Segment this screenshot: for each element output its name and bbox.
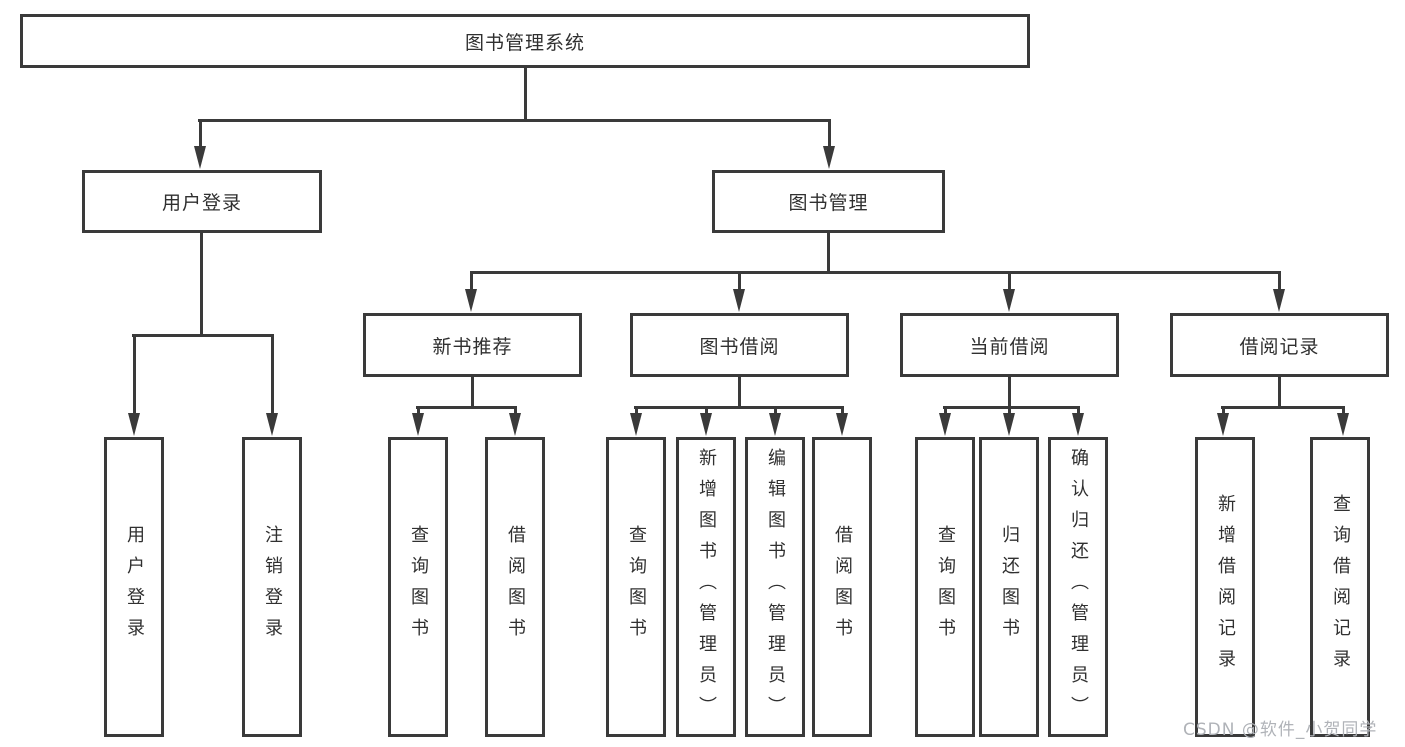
leaf-br-add-record: 新增借阅记录 [1195, 437, 1255, 737]
arrowhead-bb-query [630, 413, 642, 436]
leaf-cb-confirm-return-admin-label: 确认归还（管理员） [1068, 447, 1089, 727]
connector-borrow-stem [738, 377, 741, 408]
arrowhead-records [1273, 289, 1285, 312]
leaf-user-login: 用户登录 [104, 437, 164, 737]
arrowhead-br-add [1217, 413, 1229, 436]
connector-borrow-bar [634, 406, 844, 409]
node-current-label: 当前借阅 [969, 335, 1050, 358]
connector-drop-bb-add [705, 406, 708, 416]
watermark: CSDN @软件_小贺同学 [1183, 720, 1378, 740]
connector-drop-ul-login [133, 334, 136, 413]
arrowhead-nr-query [412, 413, 424, 436]
connector-drop-cb-return [1008, 406, 1011, 416]
connector-drop-book-mgmt [828, 119, 831, 147]
arrowhead-borrow [733, 289, 745, 312]
node-borrow: 图书借阅 [630, 313, 849, 377]
arrowhead-book-mgmt [823, 146, 835, 169]
arrowhead-new-rec [465, 289, 477, 312]
connector-root-bar [198, 119, 831, 122]
arrowhead-ul-login [128, 413, 140, 436]
connector-records-stem [1278, 377, 1281, 408]
connector-drop-bb-edit [774, 406, 777, 416]
connector-user-login-bar [132, 334, 273, 337]
leaf-bb-edit-books-admin-label: 编辑图书（管理员） [765, 447, 786, 727]
connector-book-mgmt-stem [827, 233, 830, 273]
leaf-cb-confirm-return-admin: 确认归还（管理员） [1048, 437, 1108, 737]
arrowhead-ul-logout [266, 413, 278, 436]
leaf-cb-return-books: 归还图书 [979, 437, 1039, 737]
connector-drop-cb-query [944, 406, 947, 416]
connector-drop-user-login [199, 119, 202, 147]
connector-root-stem [524, 68, 527, 121]
arrowhead-br-query [1337, 413, 1349, 436]
node-user-login: 用户登录 [82, 170, 322, 233]
connector-drop-nr-query [417, 406, 420, 416]
arrowhead-bb-edit [769, 413, 781, 436]
leaf-br-add-record-label: 新增借阅记录 [1215, 494, 1236, 680]
connector-drop-br-add [1222, 406, 1225, 416]
leaf-user-login-label: 用户登录 [124, 525, 145, 649]
node-book-mgmt: 图书管理 [712, 170, 945, 233]
connector-drop-cb-confirm [1077, 406, 1080, 416]
leaf-br-query-record: 查询借阅记录 [1310, 437, 1370, 737]
arrowhead-user-login [194, 146, 206, 169]
leaf-bb-add-books-admin: 新增图书（管理员） [676, 437, 736, 737]
connector-user-login-stem [200, 233, 203, 336]
leaf-nr-query-books: 查询图书 [388, 437, 448, 737]
arrowhead-nr-borrow [509, 413, 521, 436]
leaf-nr-borrow-books-label: 借阅图书 [505, 525, 526, 649]
node-borrow-label: 图书借阅 [699, 335, 780, 358]
arrowhead-cb-return [1003, 413, 1015, 436]
arrowhead-current [1003, 289, 1015, 312]
arrowhead-cb-query [939, 413, 951, 436]
node-book-mgmt-label: 图书管理 [788, 192, 869, 214]
leaf-cb-query-books-label: 查询图书 [935, 525, 956, 649]
connector-current-stem [1008, 377, 1011, 408]
leaf-logout: 注销登录 [242, 437, 302, 737]
connector-drop-current [1008, 271, 1011, 291]
connector-drop-ul-logout [271, 334, 274, 413]
leaf-nr-borrow-books: 借阅图书 [485, 437, 545, 737]
connector-new-rec-stem [471, 377, 474, 408]
node-current: 当前借阅 [900, 313, 1119, 377]
connector-new-rec-bar [416, 406, 517, 409]
arrowhead-bb-borrow [836, 413, 848, 436]
node-records: 借阅记录 [1170, 313, 1389, 377]
connector-book-mgmt-bar [470, 271, 1281, 274]
node-root: 图书管理系统 [20, 14, 1030, 68]
leaf-br-query-record-label: 查询借阅记录 [1330, 494, 1351, 680]
leaf-bb-add-books-admin-label: 新增图书（管理员） [696, 447, 717, 727]
connector-drop-bb-query [635, 406, 638, 416]
leaf-bb-edit-books-admin: 编辑图书（管理员） [745, 437, 805, 737]
leaf-bb-query-books: 查询图书 [606, 437, 666, 737]
node-user-login-label: 用户登录 [161, 192, 242, 214]
connector-drop-bb-borrow [841, 406, 844, 416]
connector-drop-new-rec [470, 271, 473, 291]
leaf-nr-query-books-label: 查询图书 [408, 525, 429, 649]
arrowhead-cb-confirm [1072, 413, 1084, 436]
connector-drop-br-query [1342, 406, 1345, 416]
leaf-bb-query-books-label: 查询图书 [626, 525, 647, 649]
leaf-bb-borrow-books-label: 借阅图书 [832, 525, 853, 649]
connector-drop-records [1278, 271, 1281, 291]
leaf-cb-query-books: 查询图书 [915, 437, 975, 737]
node-new-rec-label: 新书推荐 [432, 335, 513, 358]
node-new-rec: 新书推荐 [363, 313, 582, 377]
arrowhead-bb-add [700, 413, 712, 436]
node-records-label: 借阅记录 [1239, 335, 1320, 358]
connector-drop-borrow [738, 271, 741, 291]
connector-current-bar [943, 406, 1080, 409]
connector-drop-nr-borrow [514, 406, 517, 416]
leaf-logout-label: 注销登录 [262, 525, 283, 649]
connector-records-bar [1221, 406, 1345, 409]
leaf-bb-borrow-books: 借阅图书 [812, 437, 872, 737]
leaf-cb-return-books-label: 归还图书 [999, 525, 1020, 649]
node-root-label: 图书管理系统 [464, 31, 585, 54]
